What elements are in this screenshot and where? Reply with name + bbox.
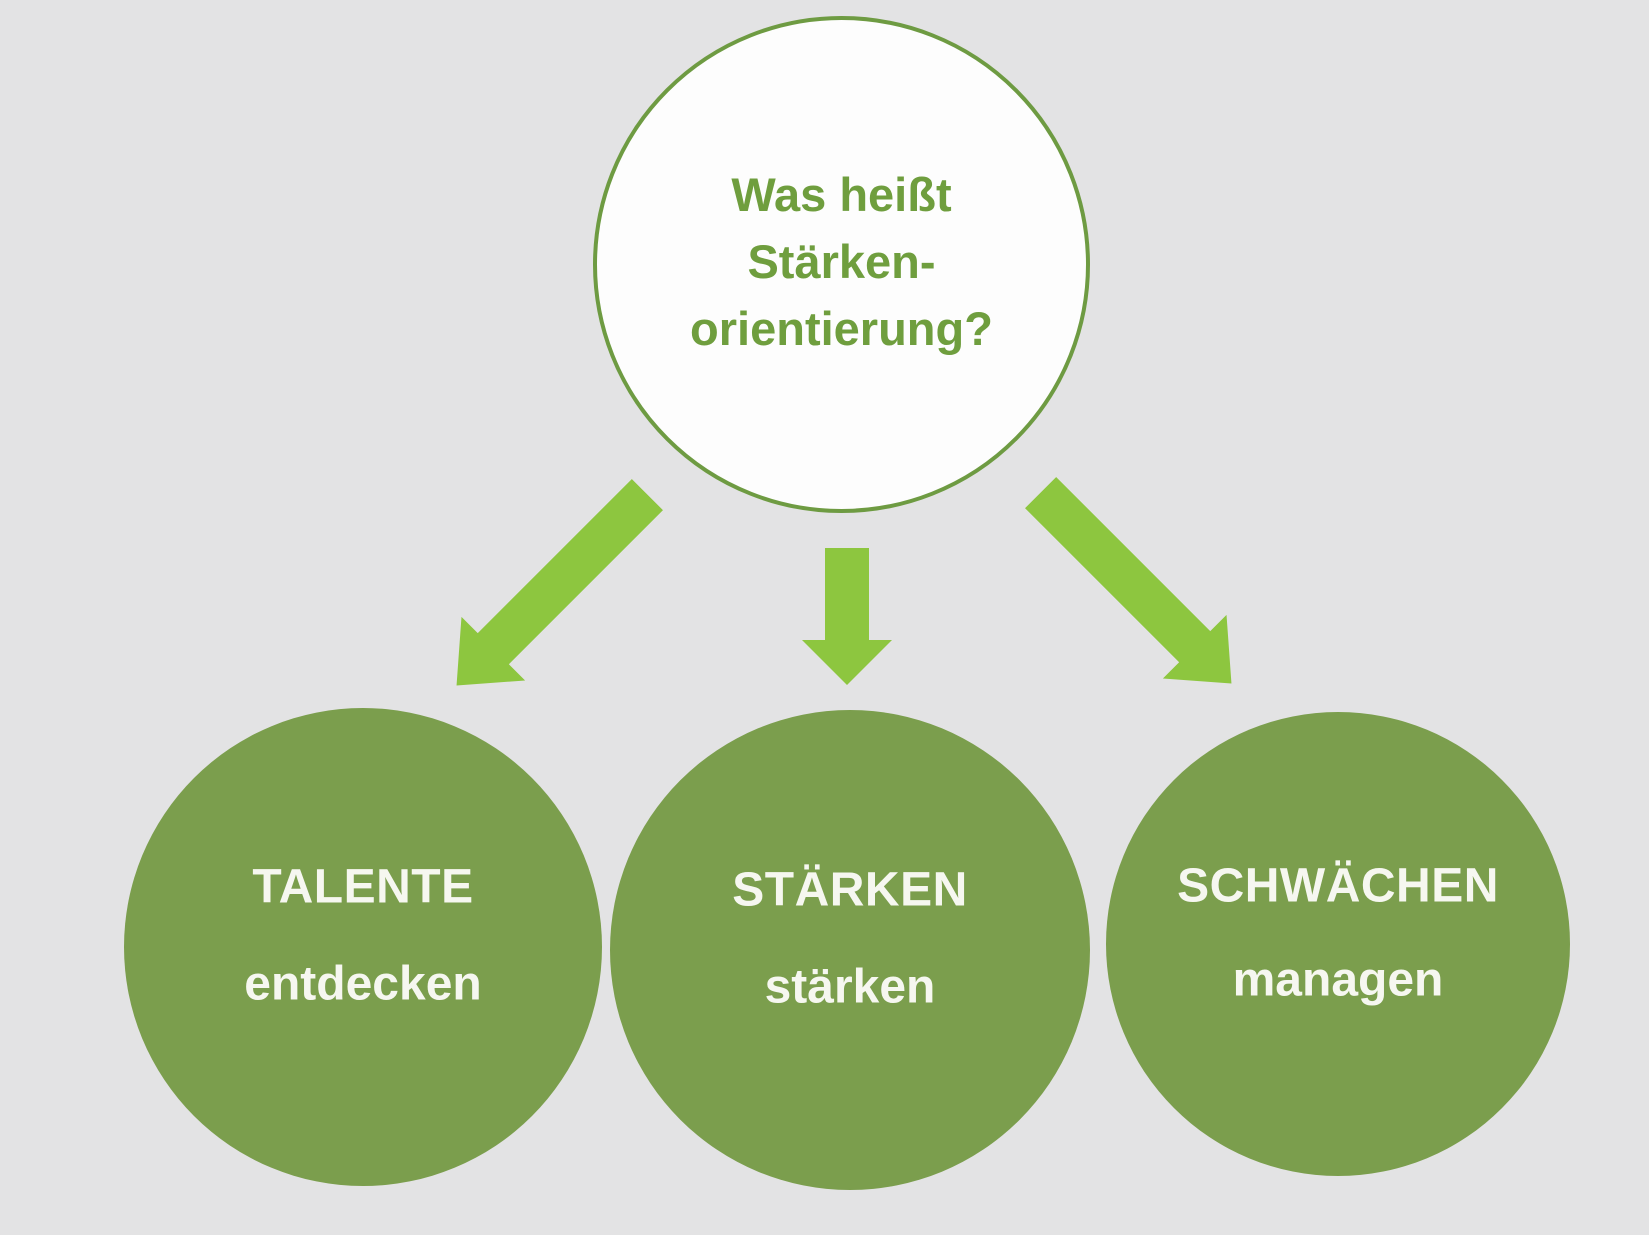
- question-circle: Was heißt Stärken- orientierung?: [593, 16, 1090, 513]
- node-talente-subtitle: entdecken: [244, 957, 482, 1011]
- node-schwaechen-subtitle: managen: [1232, 953, 1444, 1007]
- question-line-1: Was heißt: [731, 168, 952, 221]
- node-talente-title: TALENTE: [252, 860, 474, 914]
- arrow-down-left-icon: [425, 463, 680, 718]
- node-schwaechen-title: SCHWÄCHEN: [1177, 859, 1499, 913]
- question-text: Was heißt Stärken- orientierung?: [690, 161, 993, 362]
- node-schwaechen: SCHWÄCHEN managen: [1106, 712, 1570, 1176]
- node-talente: TALENTE entdecken: [124, 708, 602, 1186]
- node-staerken-title: STÄRKEN: [732, 863, 968, 917]
- node-staerken-subtitle: stärken: [764, 960, 936, 1014]
- arrow-down-icon: [802, 548, 892, 685]
- arrow-down-right-icon: [1009, 461, 1264, 716]
- question-line-3: orientierung?: [690, 302, 993, 355]
- question-line-2: Stärken-: [747, 235, 936, 288]
- node-staerken: STÄRKEN stärken: [610, 710, 1090, 1190]
